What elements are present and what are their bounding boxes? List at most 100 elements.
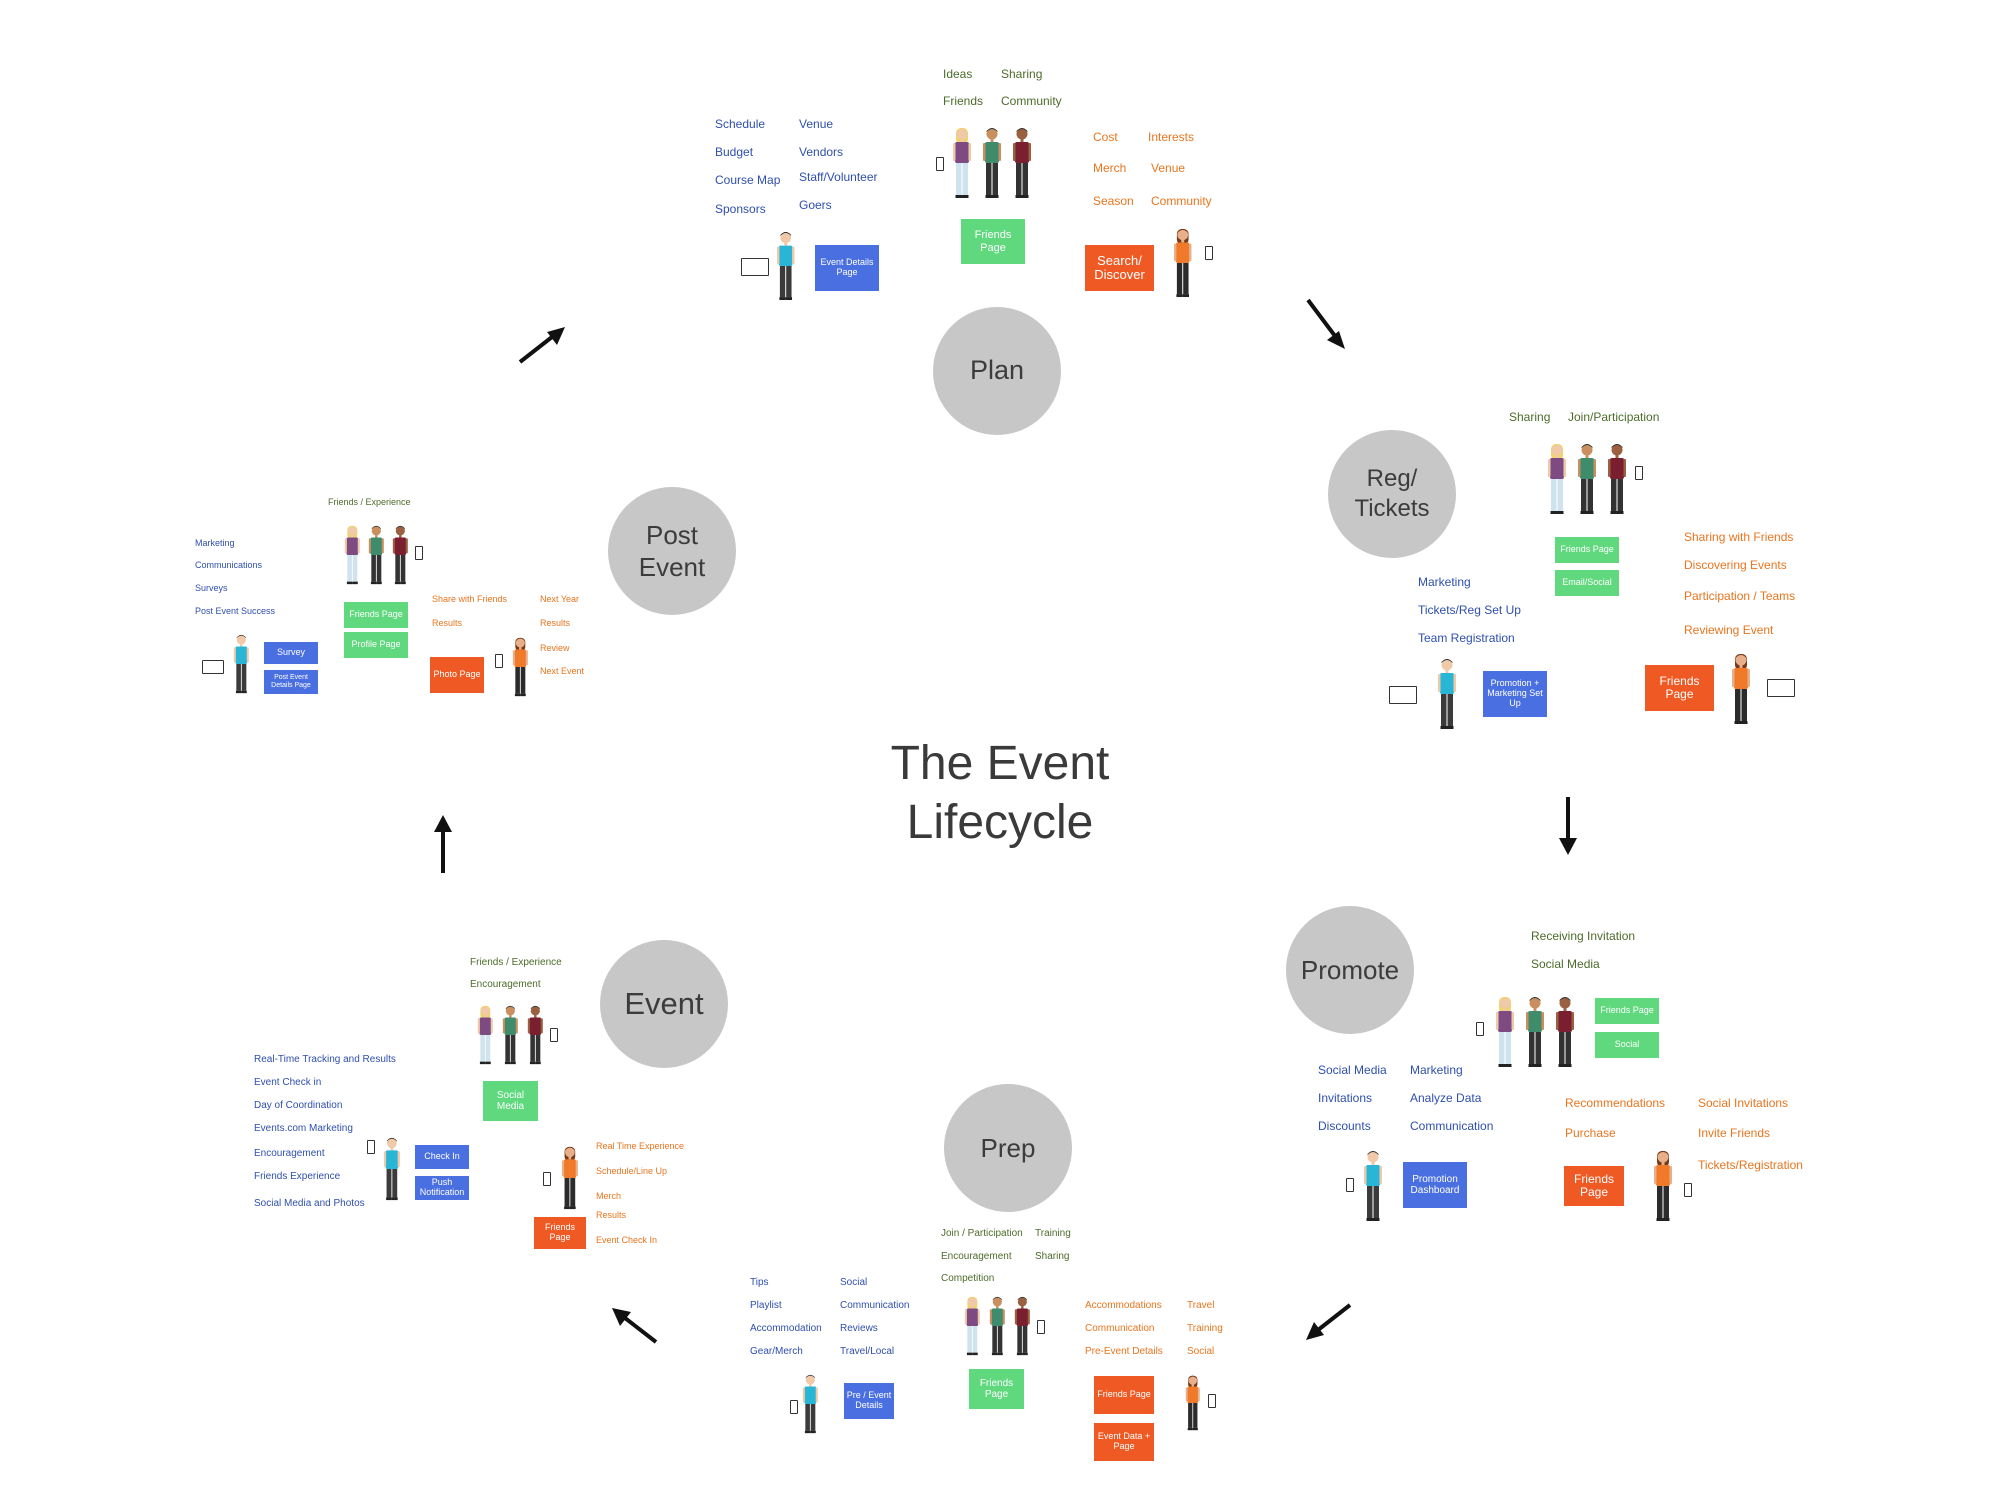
organizer-icon bbox=[1438, 659, 1456, 729]
laptop-icon bbox=[1767, 679, 1795, 697]
organizer-icon bbox=[233, 634, 249, 694]
attendee-icon bbox=[1654, 1151, 1672, 1221]
man-icon bbox=[1526, 997, 1544, 1067]
event-attendee-text: Results bbox=[596, 1210, 627, 1220]
promote-attendee-text: Tickets/Registration bbox=[1698, 1158, 1803, 1172]
reg-promotion-marketing-box: Promotion + Marketing Set Up bbox=[1483, 671, 1547, 717]
phone-icon bbox=[790, 1400, 798, 1414]
reg-attendee-text: Discovering Events bbox=[1684, 558, 1787, 572]
promote-organizer-text: Discounts bbox=[1318, 1119, 1371, 1133]
organizer-icon bbox=[1364, 1151, 1382, 1221]
post-organizer-text: Surveys bbox=[195, 583, 228, 593]
man-icon bbox=[989, 1296, 1005, 1356]
promote-dashboard-box: Promotion Dashboard bbox=[1403, 1162, 1467, 1208]
laptop-icon bbox=[741, 258, 769, 276]
post-attendee-text: Next Event bbox=[540, 666, 585, 676]
post-attendee-text: Share with Friends bbox=[432, 594, 508, 604]
promote-friends-page-box: Friends Page bbox=[1564, 1166, 1624, 1206]
promote-organizer-text: Communication bbox=[1410, 1119, 1494, 1133]
prep-attendee-text: Training bbox=[1187, 1323, 1223, 1334]
event-attendee-text: Real Time Experience bbox=[596, 1141, 685, 1151]
woman-icon bbox=[477, 1005, 493, 1065]
phone-icon bbox=[367, 1140, 375, 1154]
promote-organizer-text: Social Media bbox=[1318, 1063, 1387, 1077]
laptop-icon bbox=[1389, 686, 1417, 704]
post-attendee-text: Results bbox=[540, 618, 571, 628]
prep-social-text: Training bbox=[1035, 1228, 1071, 1239]
promote-social-text: Social Media bbox=[1531, 957, 1600, 971]
phase-plan: Plan bbox=[933, 307, 1061, 435]
post-profile-page-box: Profile Page bbox=[344, 632, 408, 658]
event-attendee-text: Event Check In bbox=[596, 1235, 658, 1245]
post-attendee-text: Review bbox=[540, 643, 570, 653]
attendee-icon bbox=[1732, 654, 1750, 724]
event-attendee-text: Schedule/Line Up bbox=[596, 1166, 668, 1176]
plan-organizer-text: Vendors bbox=[799, 145, 844, 159]
plan-organizer-text: Venue bbox=[799, 117, 834, 131]
plan-organizer-text: Schedule bbox=[715, 117, 766, 131]
plan-event-details-page-box: Event Details Page bbox=[815, 245, 879, 291]
plan-attendee-text: Season bbox=[1093, 194, 1134, 208]
reg-social-text: Join/Participation bbox=[1568, 410, 1660, 424]
arrow-event-to-post bbox=[434, 815, 452, 873]
reg-organizer-text: Tickets/Reg Set Up bbox=[1418, 603, 1521, 617]
organizer-icon bbox=[777, 231, 795, 301]
prep-social-text: Encouragement bbox=[941, 1251, 1012, 1262]
post-organizer-text: Communications bbox=[195, 560, 263, 570]
promote-attendee-text: Invite Friends bbox=[1698, 1126, 1771, 1140]
phone-icon bbox=[543, 1172, 551, 1186]
phase-post-event: Post Event bbox=[608, 487, 736, 615]
post-organizer-text: Marketing bbox=[195, 538, 235, 548]
man-icon bbox=[527, 1005, 543, 1065]
promote-attendee-text: Purchase bbox=[1565, 1126, 1616, 1140]
woman-icon bbox=[1548, 444, 1566, 514]
prep-organizer-text: Tips bbox=[750, 1277, 769, 1288]
prep-organizer-text: Reviews bbox=[840, 1323, 878, 1334]
event-push-notification-box: Push Notification bbox=[415, 1176, 469, 1200]
phone-icon bbox=[1346, 1178, 1354, 1192]
plan-attendee-text: Interests bbox=[1148, 130, 1195, 144]
reg-friends-page-box: Friends Page bbox=[1645, 665, 1714, 711]
post-event-details-page-box: Post Event Details Page bbox=[264, 670, 318, 694]
man-icon bbox=[1608, 444, 1626, 514]
plan-social-text: Community bbox=[1001, 94, 1062, 108]
man-icon bbox=[502, 1005, 518, 1065]
man-icon bbox=[368, 525, 384, 585]
prep-pre-event-details-box: Pre / Event Details bbox=[844, 1383, 894, 1419]
promote-friends-page-box: Friends Page bbox=[1595, 998, 1659, 1024]
post-attendee-text: Next Year bbox=[540, 594, 580, 604]
event-organizer-text: Encouragement bbox=[254, 1148, 325, 1159]
event-organizer-text: Day of Coordination bbox=[254, 1100, 343, 1111]
prep-friends-page-box: Friends Page bbox=[969, 1369, 1024, 1409]
phone-icon bbox=[1205, 246, 1213, 260]
phase-event: Event bbox=[600, 940, 728, 1068]
plan-friends-page-box: Friends Page bbox=[961, 219, 1025, 264]
post-attendee-text: Results bbox=[432, 618, 463, 628]
reg-attendee-text: Participation / Teams bbox=[1684, 589, 1796, 603]
promote-social-box: Social bbox=[1595, 1032, 1659, 1058]
phone-icon bbox=[1208, 1394, 1216, 1408]
reg-attendee-text: Reviewing Event bbox=[1684, 623, 1774, 637]
prep-social-text: Join / Participation bbox=[941, 1228, 1023, 1239]
phone-icon bbox=[1037, 1320, 1045, 1334]
event-social-text: Friends / Experience bbox=[470, 957, 562, 968]
event-organizer-text: Events.com Marketing bbox=[254, 1123, 353, 1134]
promote-organizer-text: Analyze Data bbox=[1410, 1091, 1482, 1105]
phone-icon bbox=[936, 157, 944, 171]
woman-icon bbox=[1496, 997, 1514, 1067]
organizer-icon bbox=[802, 1374, 818, 1434]
diagram-title: The Event Lifecycle bbox=[890, 737, 1110, 849]
woman-icon bbox=[953, 128, 971, 198]
promote-attendee-text: Recommendations bbox=[1565, 1096, 1666, 1110]
plan-social-text: Sharing bbox=[1001, 67, 1043, 81]
prep-organizer-text: Social bbox=[840, 1277, 868, 1288]
prep-attendee-text: Travel bbox=[1187, 1300, 1215, 1311]
woman-icon bbox=[964, 1296, 980, 1356]
prep-organizer-text: Accommodation bbox=[750, 1323, 822, 1334]
man-icon bbox=[392, 525, 408, 585]
promote-social-text: Receiving Invitation bbox=[1531, 929, 1636, 943]
event-organizer-text: Real-Time Tracking and Results bbox=[254, 1054, 396, 1065]
prep-social-text: Competition bbox=[941, 1273, 995, 1284]
reg-friends-page-box: Friends Page bbox=[1555, 537, 1619, 563]
phone-icon bbox=[1635, 466, 1643, 480]
